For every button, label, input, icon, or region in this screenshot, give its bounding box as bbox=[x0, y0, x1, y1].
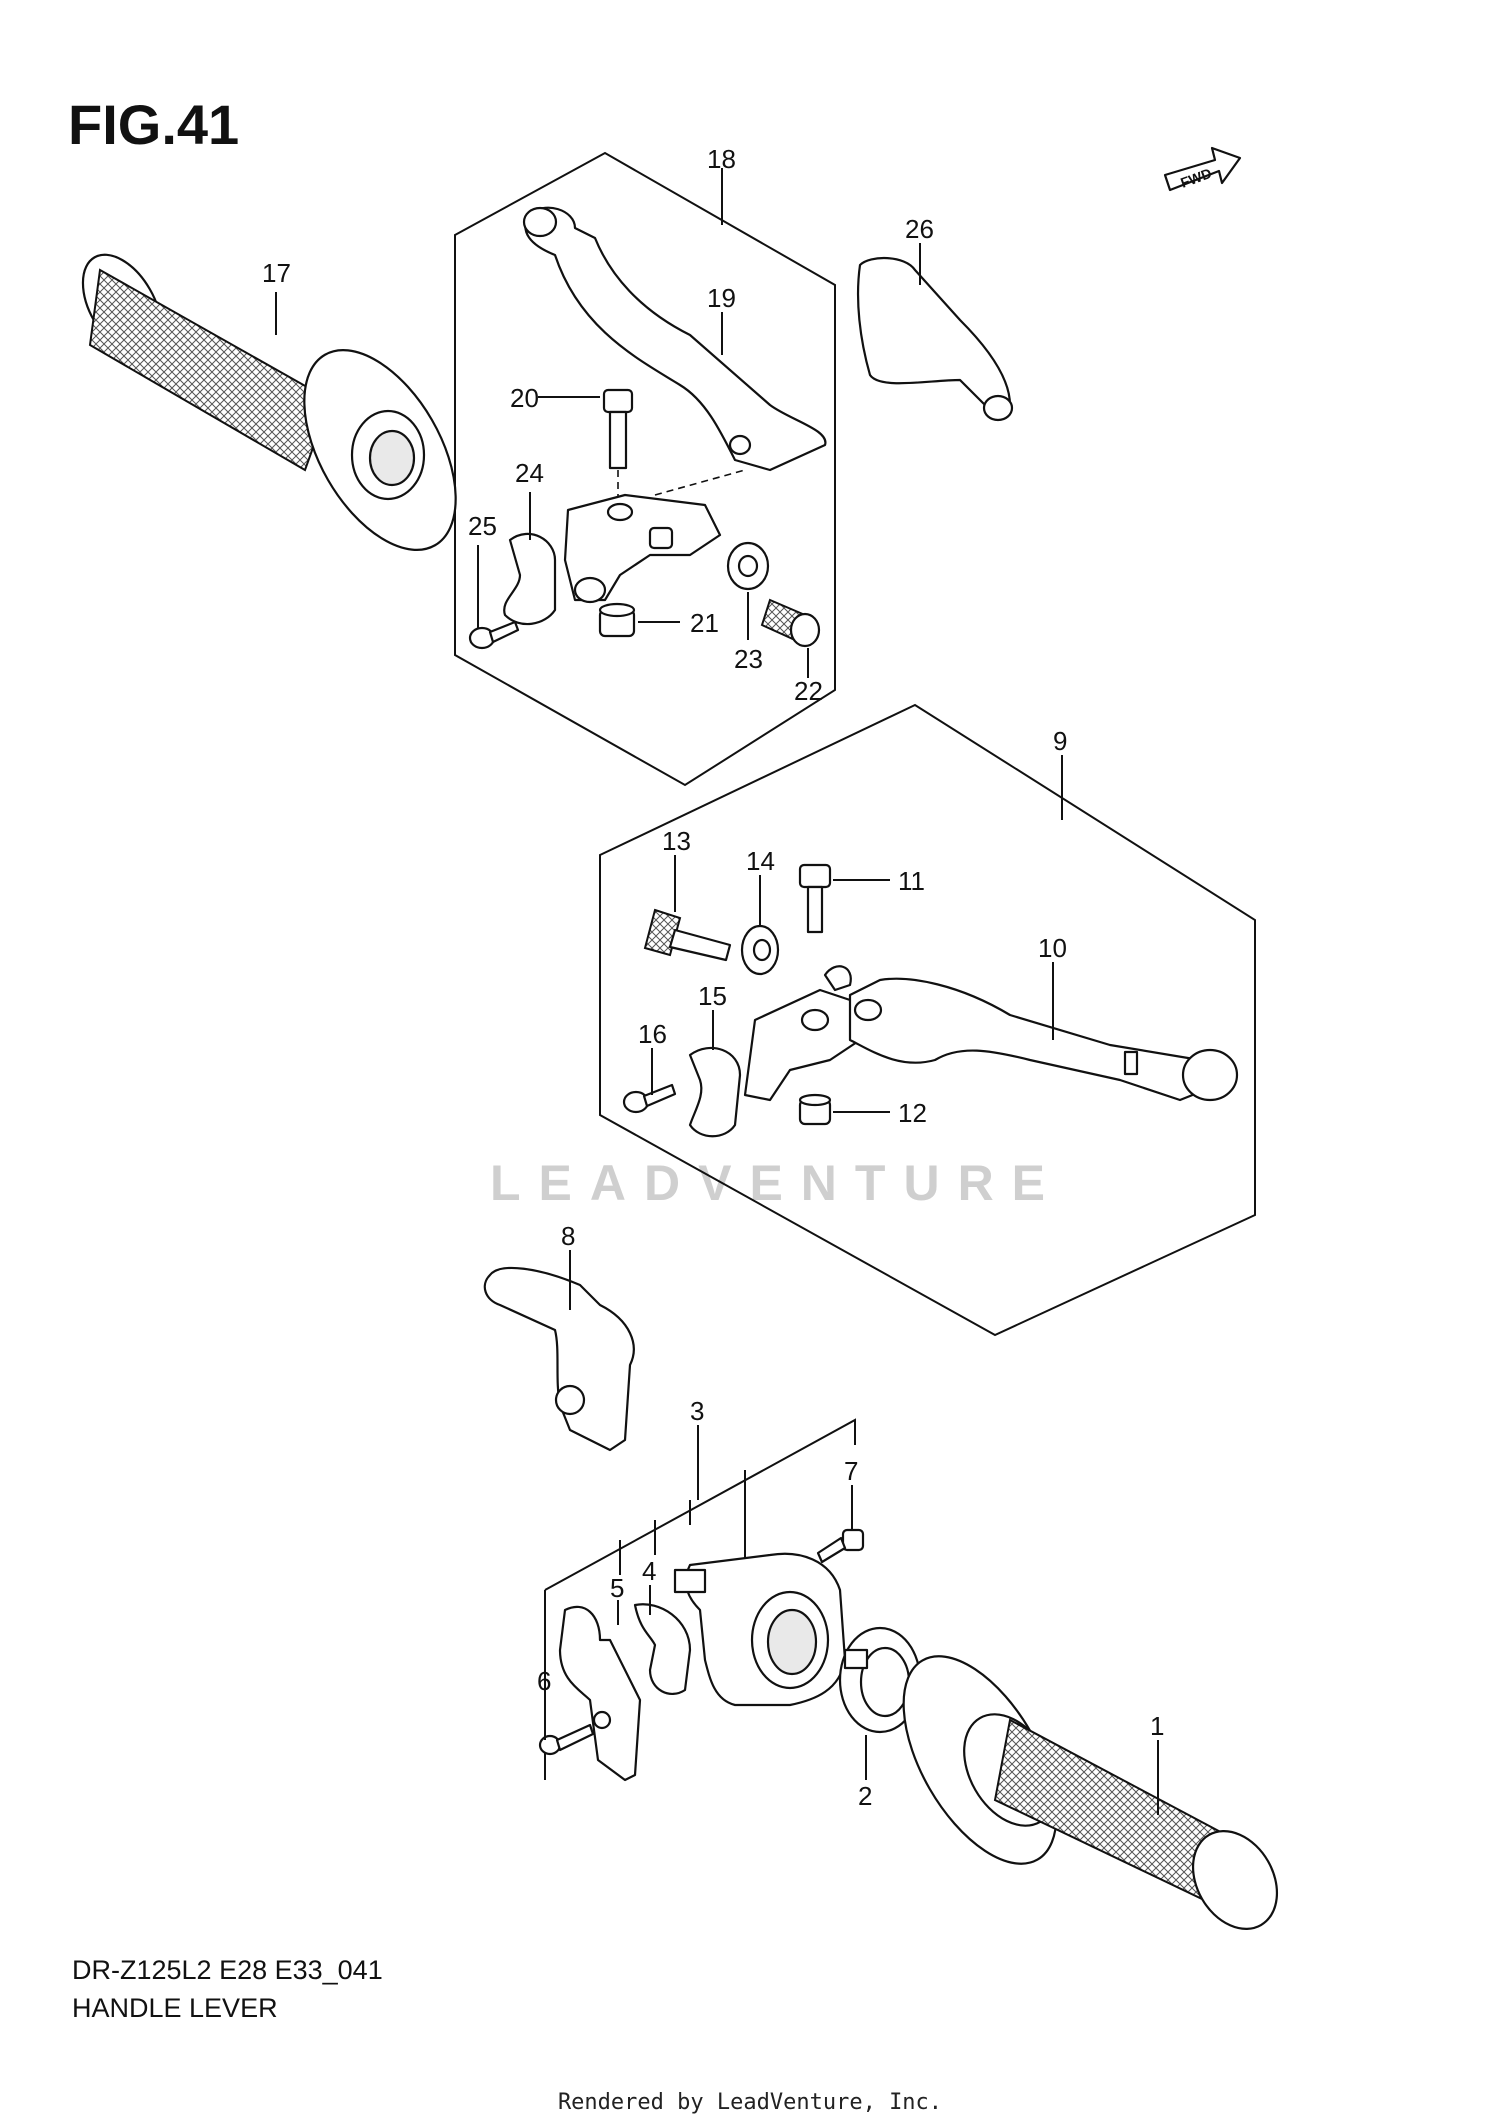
callout-label: 5 bbox=[610, 1573, 624, 1603]
lever-holder bbox=[563, 493, 722, 604]
callout-label: 24 bbox=[515, 458, 544, 488]
callout-label: 18 bbox=[707, 144, 736, 174]
callout-label: 11 bbox=[898, 866, 925, 896]
nut-21 bbox=[598, 602, 636, 638]
brake-lever-10 bbox=[848, 977, 1239, 1102]
throttle-guide-8 bbox=[483, 1266, 635, 1452]
callout-label: 12 bbox=[898, 1098, 927, 1128]
callout-label: 1 bbox=[1150, 1711, 1164, 1741]
callout-label: 6 bbox=[537, 1666, 551, 1696]
grip-right-1 bbox=[902, 1655, 1279, 1930]
callout-label: 4 bbox=[642, 1556, 656, 1586]
bolt-20 bbox=[602, 388, 634, 500]
callout-label: 25 bbox=[468, 511, 497, 541]
clamp-15 bbox=[688, 1046, 742, 1138]
group-bracket-3 bbox=[544, 1418, 856, 1780]
screw-7 bbox=[816, 1528, 865, 1564]
screw-6 bbox=[538, 1710, 612, 1756]
locknut-23 bbox=[726, 541, 770, 591]
callout-label: 8 bbox=[561, 1221, 575, 1251]
callout-label: 16 bbox=[638, 1019, 667, 1049]
callouts: 17 18 19 20 24 25 21 23 22 26 9 13 14 11… bbox=[262, 144, 1164, 1811]
callout-label: 15 bbox=[698, 981, 727, 1011]
callout-label: 17 bbox=[262, 258, 291, 288]
callout-label: 3 bbox=[690, 1396, 704, 1426]
throttle-housing-3 bbox=[673, 1552, 847, 1707]
group-box-9 bbox=[599, 703, 1256, 1337]
section-name: HANDLE LEVER bbox=[72, 1993, 278, 2023]
callout-label: 7 bbox=[844, 1456, 858, 1486]
screw-16 bbox=[622, 1083, 677, 1114]
dashed-guide bbox=[654, 469, 746, 496]
figure-title: FIG.41 bbox=[68, 93, 240, 156]
screw-25 bbox=[468, 620, 520, 650]
throttle-ring-2 bbox=[838, 1626, 922, 1734]
nut-12 bbox=[798, 1093, 832, 1126]
callout-label: 21 bbox=[690, 608, 719, 638]
lever-cover-26 bbox=[856, 256, 1014, 422]
bolt-11 bbox=[798, 863, 832, 934]
group-box-18 bbox=[454, 151, 836, 787]
callout-label: 20 bbox=[510, 383, 539, 413]
grip-left-17 bbox=[81, 253, 457, 551]
clamp-24 bbox=[503, 532, 557, 626]
model-code: DR-Z125L2 E28 E33_041 bbox=[72, 1955, 383, 1985]
throttle-part-4 bbox=[633, 1603, 692, 1696]
callout-label: 13 bbox=[662, 826, 691, 856]
callout-label: 22 bbox=[794, 676, 823, 706]
adjuster-22 bbox=[760, 598, 821, 648]
callout-leaders bbox=[275, 168, 1159, 1815]
callout-label: 19 bbox=[707, 283, 736, 313]
callout-label: 26 bbox=[905, 214, 934, 244]
render-note: Rendered by LeadVenture, Inc. bbox=[557, 2090, 943, 2115]
locknut-14 bbox=[740, 924, 780, 976]
cover-5 bbox=[558, 1605, 642, 1782]
adjuster-13 bbox=[643, 908, 732, 962]
fwd-arrow-icon: FWD bbox=[1163, 146, 1242, 192]
callout-label: 14 bbox=[746, 846, 775, 876]
callout-label: 9 bbox=[1053, 726, 1067, 756]
callout-label: 2 bbox=[858, 1781, 872, 1811]
watermark: LEADVENTURE bbox=[490, 1155, 1063, 1211]
callout-label: 10 bbox=[1038, 933, 1067, 963]
callout-label: 23 bbox=[734, 644, 763, 674]
clutch-lever-19 bbox=[522, 206, 827, 472]
brake-lever-holder bbox=[743, 965, 862, 1102]
